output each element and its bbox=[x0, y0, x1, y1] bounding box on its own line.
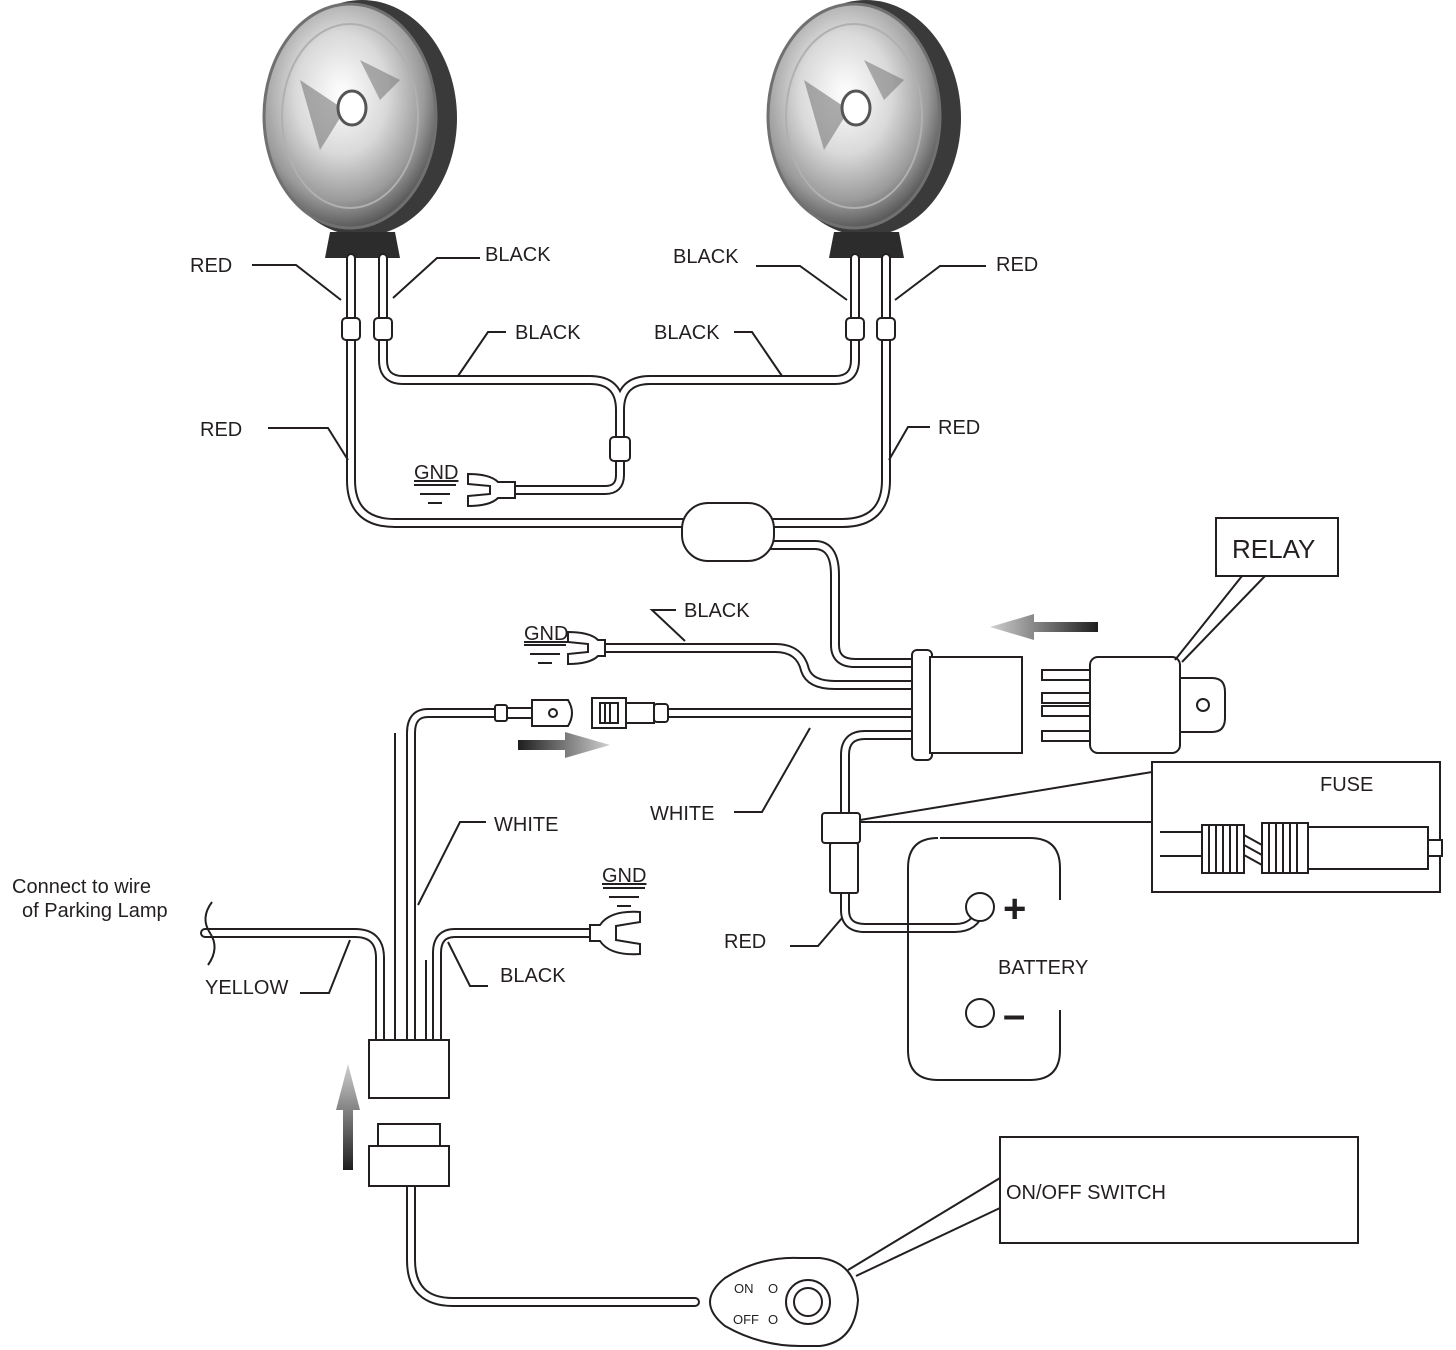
label-gnd-relay: GND bbox=[524, 623, 568, 645]
label-relay: RELAY bbox=[1232, 534, 1315, 564]
label-gnd-switch: GND bbox=[602, 865, 646, 887]
assembly-arrow-icon bbox=[336, 614, 1098, 1170]
label-fuse: FUSE bbox=[1320, 774, 1373, 796]
label-switch-on-mark: O bbox=[768, 1281, 778, 1296]
diagram-labels: RED BLACK BLACK RED BLACK BLACK RED RED … bbox=[12, 244, 1373, 1327]
relay-callout bbox=[1174, 517, 1339, 663]
label-ground-black-left: BLACK bbox=[515, 322, 581, 344]
label-harness-red-left: RED bbox=[200, 419, 242, 441]
label-ground-black-right: BLACK bbox=[654, 322, 720, 344]
label-switch-callout: ON/OFF SWITCH bbox=[1006, 1182, 1166, 1204]
label-leaders bbox=[252, 257, 986, 994]
label-parking-line1: Connect to wire bbox=[12, 876, 151, 898]
fog-lamp-right-icon bbox=[766, 0, 961, 258]
relay-socket bbox=[911, 649, 1023, 761]
blade-connector-icon bbox=[494, 697, 669, 729]
label-battery-plus: + bbox=[1003, 887, 1026, 931]
ground-symbol-icon bbox=[524, 644, 566, 664]
wiring-harness bbox=[200, 253, 985, 1307]
label-lamp-left-red: RED bbox=[190, 255, 232, 277]
label-switch-on: ON bbox=[734, 1281, 754, 1296]
fuse-holder bbox=[821, 812, 861, 894]
ground-symbol-icon bbox=[603, 887, 645, 907]
ground-symbol-icon bbox=[414, 484, 456, 504]
label-parking-line2: of Parking Lamp bbox=[22, 900, 168, 922]
switch-plug-lower bbox=[368, 1123, 450, 1187]
wire-splices bbox=[341, 317, 896, 562]
label-battery-minus: – bbox=[1003, 993, 1025, 1037]
switch-plug-upper bbox=[368, 1039, 450, 1099]
label-lamp-right-black: BLACK bbox=[673, 246, 739, 268]
label-switch-black: BLACK bbox=[500, 965, 566, 987]
label-lamp-left-black: BLACK bbox=[485, 244, 551, 266]
battery-icon bbox=[907, 837, 1061, 1081]
ground-terminal-switch bbox=[589, 887, 645, 956]
label-relay-gnd-black: BLACK bbox=[684, 600, 750, 622]
label-switch-off: OFF bbox=[733, 1312, 759, 1327]
label-battery: BATTERY bbox=[998, 957, 1088, 979]
label-gnd-top: GND bbox=[414, 462, 458, 484]
label-switch-off-mark: O bbox=[768, 1312, 778, 1327]
label-harness-red-right: RED bbox=[938, 417, 980, 439]
ground-terminal-relay bbox=[524, 630, 606, 666]
label-white-right: WHITE bbox=[650, 803, 714, 825]
switch-callout bbox=[847, 1136, 1359, 1277]
fog-lamp-left-icon bbox=[262, 0, 457, 258]
label-battery-red: RED bbox=[724, 931, 766, 953]
label-yellow: YELLOW bbox=[205, 977, 288, 999]
relay-body bbox=[1041, 656, 1226, 754]
fuse-callout bbox=[859, 761, 1443, 893]
label-white-left: WHITE bbox=[494, 814, 558, 836]
switch-icon bbox=[709, 1256, 860, 1347]
label-lamp-right-red: RED bbox=[996, 254, 1038, 276]
ground-terminal-top bbox=[414, 472, 516, 508]
